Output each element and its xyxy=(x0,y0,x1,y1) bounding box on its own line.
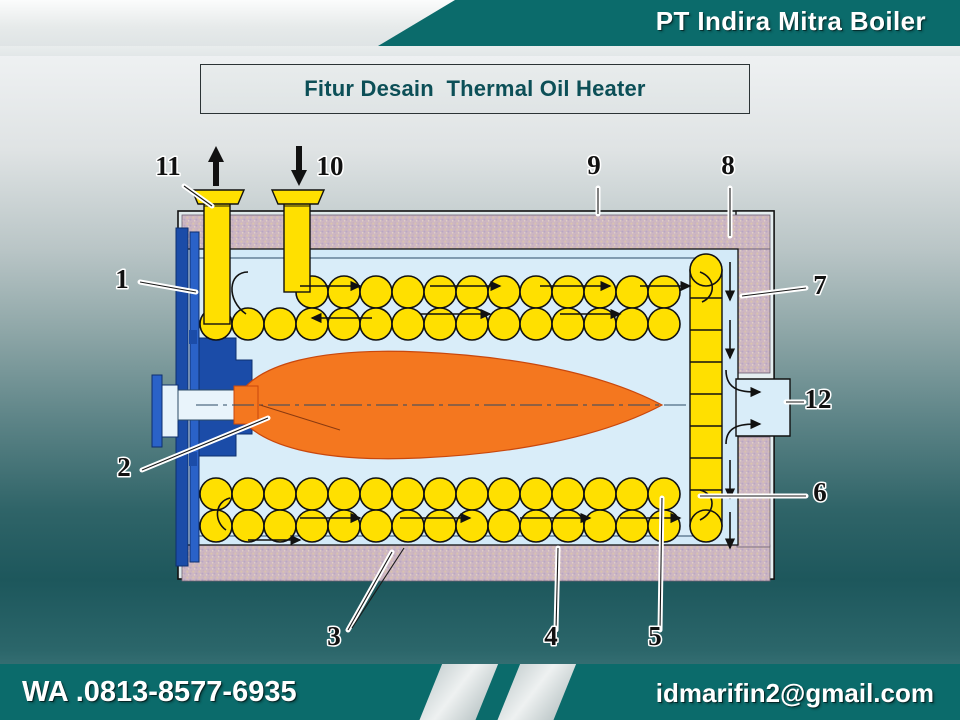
coil-tube xyxy=(583,275,617,309)
coil-tube xyxy=(391,509,425,543)
coil-tube xyxy=(487,307,521,341)
heater-body xyxy=(151,189,791,582)
coil-tube xyxy=(423,509,457,543)
coil-tube xyxy=(263,307,297,341)
callout-number-4: 4 xyxy=(544,621,558,651)
callout-number-12: 12 xyxy=(805,384,832,414)
coil-tube xyxy=(455,509,489,543)
diagram-title-box: Fitur Desain Thermal Oil Heater xyxy=(200,64,750,114)
coil-tube xyxy=(327,509,361,543)
whatsapp-contact: WA .0813-8577-6935 xyxy=(22,676,297,708)
callout-number-5: 5 xyxy=(648,621,662,651)
coil-tube xyxy=(583,307,617,341)
page-header: PT Indira Mitra Boiler xyxy=(0,0,960,56)
callout-number-11: 11 xyxy=(155,151,181,181)
coil-tube xyxy=(487,477,521,511)
coil-tube xyxy=(615,509,649,543)
coil-tube xyxy=(647,275,681,309)
coil-tube xyxy=(519,509,553,543)
coil-tube xyxy=(199,509,233,543)
coil-tube xyxy=(199,477,233,511)
diagram-title-text: Fitur Desain Thermal Oil Heater xyxy=(304,76,646,101)
coil-tube xyxy=(519,275,553,309)
coil-tube xyxy=(359,275,393,309)
email-contact: idmarifin2@gmail.com xyxy=(655,678,934,708)
coil-tube xyxy=(551,307,585,341)
header-bottom-strip xyxy=(0,46,960,56)
callout-number-7: 7 xyxy=(813,270,827,300)
coil-tube xyxy=(263,477,297,511)
coil-tube xyxy=(327,275,361,309)
coil-tube xyxy=(391,307,425,341)
flame xyxy=(196,350,700,460)
gas-flow-arrows xyxy=(216,262,762,550)
coil-tube xyxy=(615,307,649,341)
coil-tube xyxy=(359,509,393,543)
callout-number-3: 3 xyxy=(327,621,341,651)
callout-number-8: 8 xyxy=(721,150,735,180)
callout-number-10: 10 xyxy=(317,151,344,181)
burner-door xyxy=(151,227,259,567)
coil-tube xyxy=(455,477,489,511)
coil-tube xyxy=(583,509,617,543)
coil-tube xyxy=(295,477,329,511)
header-teal-band xyxy=(378,0,960,46)
coil-tube xyxy=(455,275,489,309)
oil-inlet-pipe xyxy=(270,189,326,293)
coil-tube xyxy=(423,275,457,309)
coil-tube xyxy=(359,477,393,511)
coil-tube xyxy=(231,477,265,511)
coil-tube xyxy=(423,307,457,341)
coil-tube xyxy=(519,307,553,341)
coil-tube xyxy=(359,307,393,341)
coil-tube xyxy=(689,253,723,287)
coil-tube xyxy=(231,307,265,341)
callout-number-1: 1 xyxy=(115,264,129,294)
coil-tubes-rear xyxy=(689,253,723,543)
coil-tube xyxy=(615,477,649,511)
coil-tube xyxy=(327,307,361,341)
coil-tube xyxy=(423,477,457,511)
callout-number-2: 2 xyxy=(117,452,131,482)
coil-tube xyxy=(295,509,329,543)
coil-tube xyxy=(615,275,649,309)
coil-tube xyxy=(551,477,585,511)
coil-tube xyxy=(295,307,329,341)
coil-tube xyxy=(689,509,723,543)
coil-tube xyxy=(551,509,585,543)
coil-tube xyxy=(263,509,297,543)
callout-number-6: 6 xyxy=(813,477,827,507)
coil-tube xyxy=(231,509,265,543)
coil-tube xyxy=(455,307,489,341)
coil-tube xyxy=(391,477,425,511)
coil-tube xyxy=(519,477,553,511)
coil-tube xyxy=(551,275,585,309)
pipe-flow-glyphs xyxy=(208,146,307,186)
coil-tube xyxy=(647,307,681,341)
coil-tube xyxy=(583,477,617,511)
page-footer: WA .0813-8577-6935 idmarifin2@gmail.com xyxy=(0,664,960,720)
coil-tube xyxy=(391,275,425,309)
company-title: PT Indira Mitra Boiler xyxy=(655,6,926,36)
callout-leaders xyxy=(137,183,809,633)
coil-tube xyxy=(487,275,521,309)
coil-tube xyxy=(487,509,521,543)
coil-tube xyxy=(327,477,361,511)
callout-number-9: 9 xyxy=(587,150,601,180)
